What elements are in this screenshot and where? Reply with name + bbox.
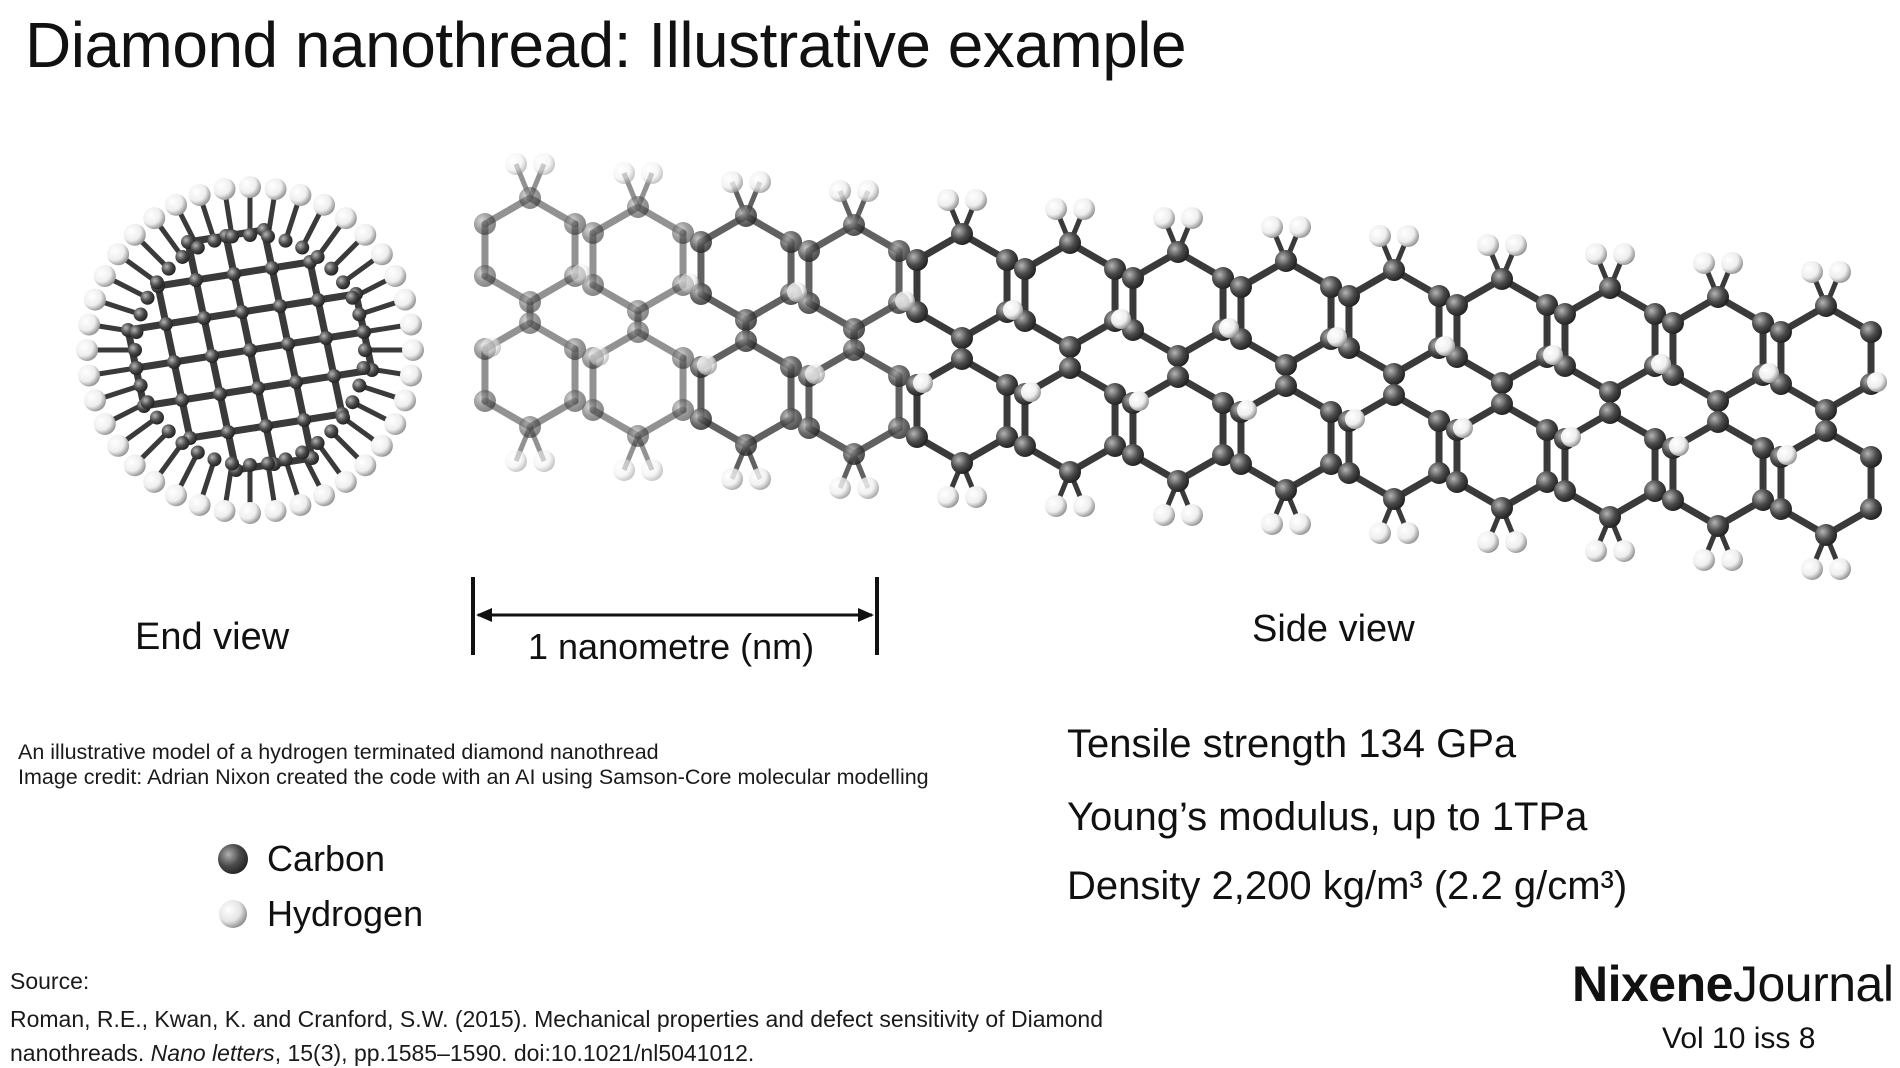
scale-label: 1 nanometre (nm) bbox=[528, 626, 815, 667]
scale-bar bbox=[471, 577, 879, 655]
tensile-strength: Tensile strength 134 GPa bbox=[1067, 722, 1517, 766]
legend-item-carbon: Carbon bbox=[217, 838, 385, 880]
image-credit: Image credit: Adrian Nixon created the c… bbox=[18, 765, 929, 789]
legend-label-hydrogen: Hydrogen bbox=[267, 893, 424, 934]
brand-name-bold: Nixene bbox=[1572, 956, 1733, 1012]
end-view-molecule-image bbox=[76, 176, 424, 524]
legend-label-carbon: Carbon bbox=[267, 838, 386, 879]
legend-item-hydrogen: Hydrogen bbox=[217, 893, 423, 935]
brand-name-regular: Journal bbox=[1732, 956, 1894, 1012]
caption-line: An illustrative model of a hydrogen term… bbox=[18, 740, 659, 764]
source-citation-line2: nanothreads. Nano letters, 15(3), pp.158… bbox=[10, 1040, 754, 1067]
volume-issue: Vol 10 iss 8 bbox=[1662, 1022, 1816, 1055]
source-suffix: , 15(3), pp.1585–1590. doi:10.1021/nl504… bbox=[274, 1040, 755, 1066]
end-view-label: End view bbox=[135, 616, 290, 658]
hydrogen-atom-icon bbox=[219, 900, 247, 928]
density: Density 2,200 kg/m³ (2.2 g/cm³) bbox=[1067, 864, 1628, 908]
side-view-label: Side view bbox=[1252, 608, 1415, 650]
source-label: Source: bbox=[10, 968, 90, 994]
youngs-modulus: Young’s modulus, up to 1TPa bbox=[1067, 795, 1588, 839]
source-journal: Nano letters bbox=[150, 1040, 275, 1066]
side-view-molecule-image bbox=[473, 153, 1888, 580]
carbon-atom-icon bbox=[218, 844, 248, 874]
source-prefix: nanothreads. bbox=[10, 1040, 151, 1066]
brand-logo: NixeneJournal bbox=[1572, 955, 1894, 1013]
source-citation-line1: Roman, R.E., Kwan, K. and Cranford, S.W.… bbox=[10, 1006, 1104, 1032]
page-title: Diamond nanothread: Illustrative example bbox=[25, 9, 1187, 81]
